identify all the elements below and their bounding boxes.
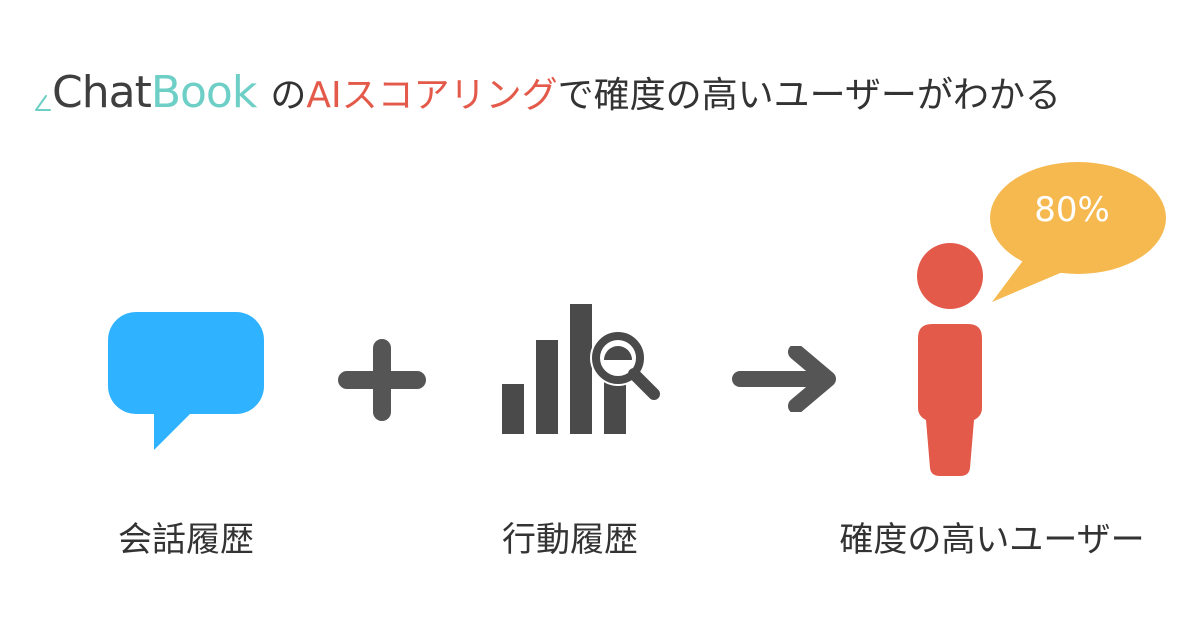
headline-rest: で確度の高いユーザーがわかる	[557, 75, 1061, 116]
speech-bubble-icon	[108, 312, 264, 450]
logo-text-chat: Chat	[52, 66, 152, 118]
headline-accent: AIスコアリング	[306, 75, 558, 116]
person-icon	[917, 243, 983, 476]
logo-mark-icon	[35, 95, 51, 111]
label-conversation-history: 会話履歴	[118, 520, 254, 560]
headline-connector: の	[270, 75, 307, 116]
logo-text-book: Book	[150, 66, 258, 118]
plus-icon	[338, 339, 426, 421]
label-behavior-history: 行動履歴	[502, 520, 638, 560]
score-value: 80%	[1034, 190, 1110, 230]
arrow-right-icon	[732, 346, 836, 412]
bar-chart-search-icon	[502, 304, 660, 434]
label-high-probability-user: 確度の高いユーザー	[839, 520, 1145, 560]
score-bubble	[990, 162, 1166, 302]
